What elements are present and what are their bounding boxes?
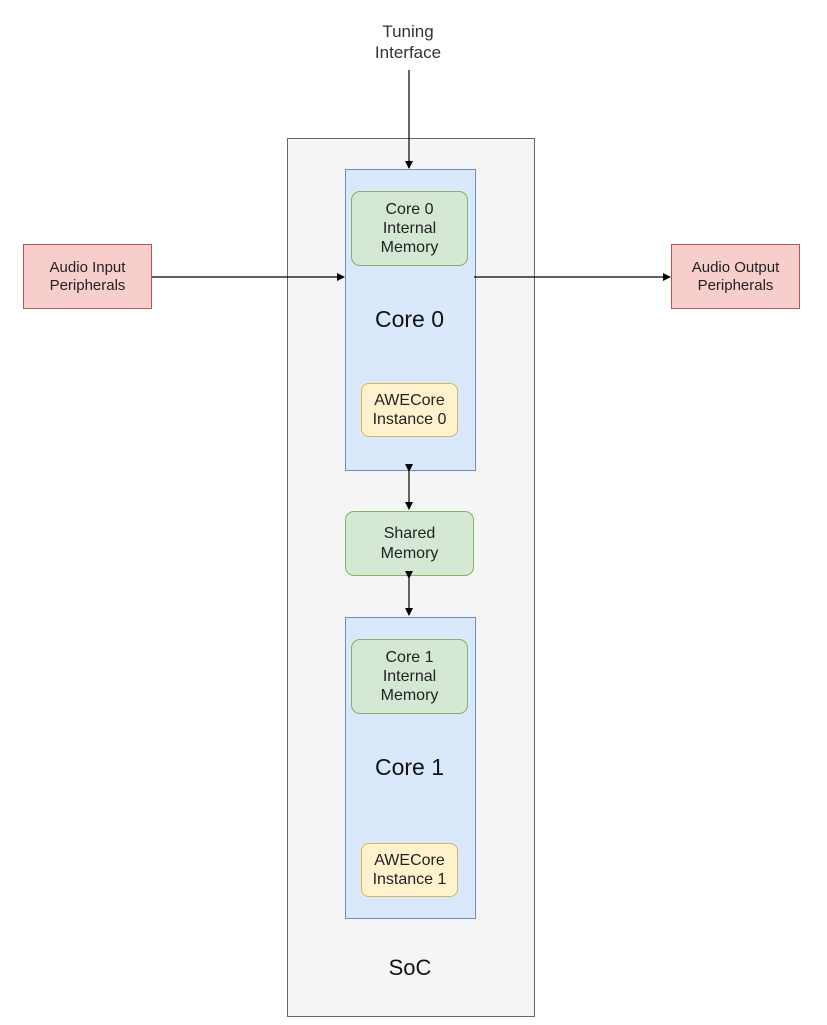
core0-label: Core 0 bbox=[374, 306, 445, 332]
core0-internal-memory-label: Core 0 Internal Memory bbox=[380, 200, 439, 257]
awecore-instance-1-label: AWECore Instance 1 bbox=[372, 851, 447, 888]
tuning-interface-label: Tuning Interface bbox=[374, 22, 442, 63]
core0-internal-memory: Core 0 Internal Memory bbox=[351, 191, 468, 266]
awecore-instance-0: AWECore Instance 0 bbox=[361, 383, 458, 437]
audio-input-peripherals-label: Audio Input Peripherals bbox=[49, 258, 126, 294]
audio-output-peripherals-label: Audio Output Peripherals bbox=[691, 258, 780, 294]
audio-output-peripherals: Audio Output Peripherals bbox=[671, 244, 800, 309]
awecore-instance-0-label: AWECore Instance 0 bbox=[372, 391, 447, 428]
awecore-instance-1: AWECore Instance 1 bbox=[361, 843, 458, 897]
core1-label: Core 1 bbox=[374, 754, 445, 780]
audio-input-peripherals: Audio Input Peripherals bbox=[23, 244, 152, 309]
core1-internal-memory-label: Core 1 Internal Memory bbox=[380, 648, 439, 705]
core1-internal-memory: Core 1 Internal Memory bbox=[351, 639, 468, 714]
soc-label: SoC bbox=[388, 955, 432, 980]
shared-memory-label: Shared Memory bbox=[380, 525, 439, 562]
shared-memory: Shared Memory bbox=[345, 511, 474, 576]
